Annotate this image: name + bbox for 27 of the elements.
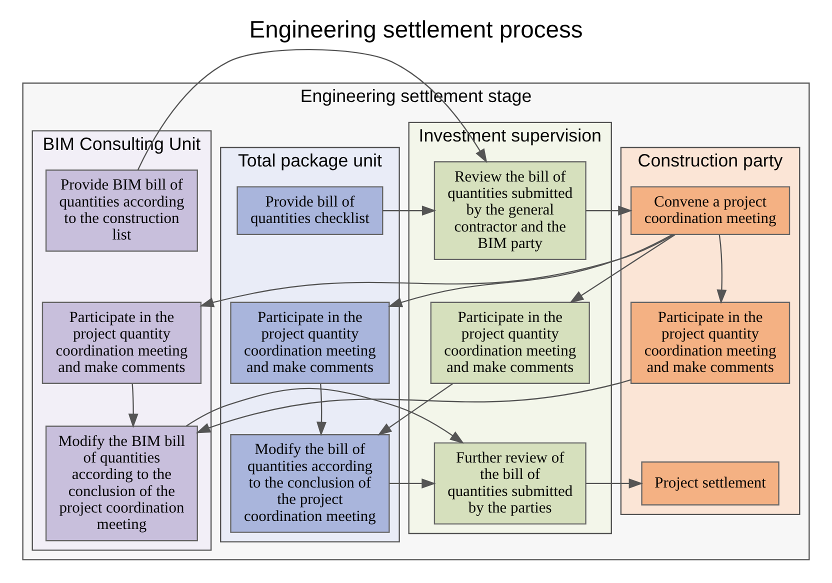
arrow: [200, 234, 674, 308]
node-box: Participate in the project quantity coordination meeting and make comments: [230, 302, 390, 384]
arrow: [316, 384, 327, 436]
node-box: Provide BIM bill of quantities according to the construction list: [45, 170, 198, 252]
node-box: Participate in the project quantity coordination meeting and make comments: [630, 302, 790, 384]
diagram-title: Engineering settlement process: [249, 16, 583, 44]
node-box: Participate in the project quantity coordination meeting and make comments: [430, 302, 590, 384]
node-box: Project settlement: [641, 461, 780, 506]
node-box: Participate in the project quantity coordination meeting and make comments: [42, 302, 202, 384]
arrow: [128, 384, 138, 428]
node-box: Modify the BIM bill of quantities according to the conclusion of the project coordination meeting: [45, 426, 198, 542]
arrow: [137, 48, 488, 170]
node-box: Modify the bill of quantities according to the conclusion of the project coordination meeting: [230, 434, 390, 533]
arrow: [586, 206, 632, 216]
node-box: Review the bill of quantities submitted by the general contractor and the BIM party: [434, 161, 586, 260]
arrow: [186, 388, 464, 444]
arrow: [196, 379, 631, 434]
arrow: [569, 234, 676, 304]
arrow: [378, 383, 454, 436]
arrow: [586, 478, 644, 488]
arrow: [389, 478, 436, 488]
arrow: [382, 206, 436, 216]
node-box: Convene a project coordination meeting: [630, 186, 790, 236]
node-box: Further review of the bill of quantities submitted by the parties: [434, 442, 586, 525]
arrow: [716, 234, 727, 304]
node-box: Provide bill of quantities checklist: [236, 186, 384, 236]
arrow: [388, 234, 673, 308]
